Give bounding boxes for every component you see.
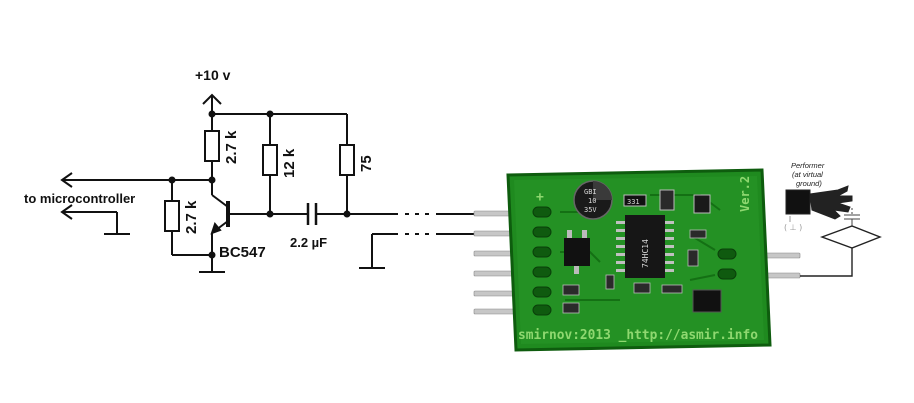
cap-marking-2: 10	[588, 197, 596, 205]
voltage-regulator	[564, 230, 590, 274]
coupling-capacitor	[270, 203, 347, 225]
resistor-12k-label: 12 k	[281, 148, 298, 178]
emitter-ground	[199, 255, 225, 273]
smd-part	[687, 249, 699, 267]
electrolytic-capacitor: GBI 10 35V	[573, 180, 613, 220]
antenna-plate	[819, 225, 882, 249]
coupling-symbol	[844, 208, 860, 226]
performer-label-2: (at virtual	[792, 170, 823, 179]
version-label: Ver.2	[738, 176, 752, 212]
transistor-bc547	[210, 180, 270, 255]
collector-resistor-label: 2.7 k	[223, 130, 240, 164]
capacitor-label: 2.2 µF	[290, 235, 327, 250]
smd-part	[633, 282, 651, 294]
inductor	[692, 289, 722, 313]
performer-label-3: ground)	[796, 179, 822, 188]
supply-label: +10 v	[195, 67, 231, 83]
plus-marking: +	[536, 190, 544, 205]
antenna-wire	[800, 248, 853, 277]
smd-part	[693, 194, 711, 214]
performer-illustration: Performer (at virtual ground) ( ⊥ )	[784, 161, 882, 277]
smd-part	[605, 274, 615, 290]
smd-resistor: 331	[623, 194, 647, 207]
smd-part	[661, 284, 683, 294]
smd-part	[659, 189, 675, 211]
pcb-module: GBI 10 35V + 331	[473, 168, 801, 352]
base-resistor-label: 2.7 k	[183, 200, 200, 234]
output-arrow	[60, 172, 212, 188]
left-pads	[532, 206, 552, 316]
performer-label-1: Performer	[791, 161, 825, 170]
right-pads	[717, 248, 737, 280]
base-resistor	[164, 180, 212, 256]
output-ground	[60, 204, 130, 235]
ground-symbol-icon: ( ⊥ )	[784, 223, 802, 232]
cap-marking-3: 35V	[584, 206, 597, 214]
ic-marking: 74HC14	[641, 239, 650, 268]
silkscreen-footer: smirnov:2013 _http://asmir.info	[518, 328, 758, 343]
smd-part	[689, 229, 707, 239]
resistor-75-label: 75	[358, 155, 375, 172]
smd-part	[562, 284, 580, 296]
collector-resistor	[204, 114, 220, 180]
smd-marking: 331	[627, 198, 640, 206]
output-label: to microcontroller	[24, 191, 135, 206]
schematic	[60, 93, 474, 273]
transistor-label: BC547	[219, 244, 266, 261]
resistor-75	[339, 114, 355, 214]
hand-icon	[785, 185, 853, 220]
smd-part	[562, 302, 580, 314]
ground-wire	[359, 233, 474, 269]
ic-chip: 74HC14	[616, 215, 674, 278]
bias-resistor-12k	[262, 114, 278, 214]
left-header-pins	[473, 210, 515, 315]
cap-marking-1: GBI	[584, 188, 597, 196]
